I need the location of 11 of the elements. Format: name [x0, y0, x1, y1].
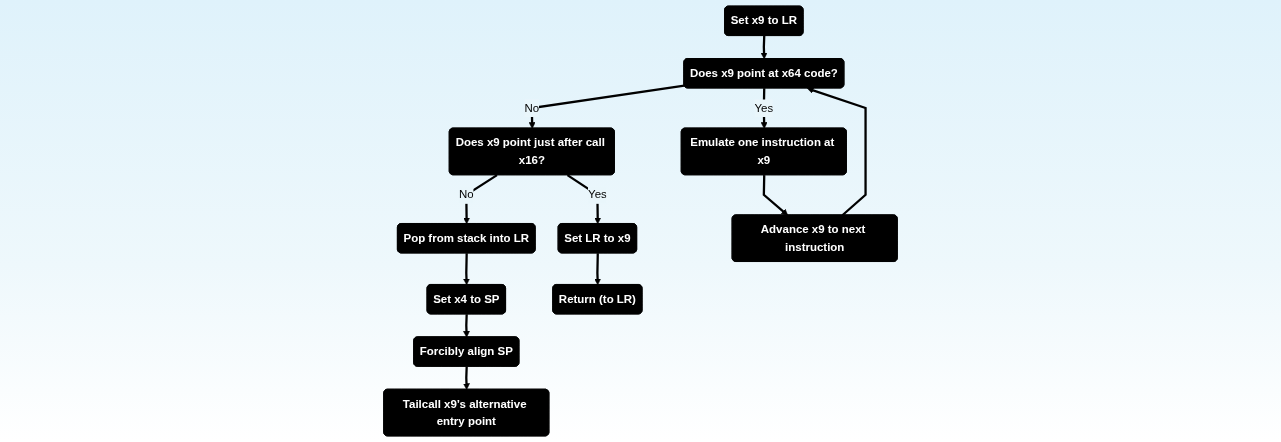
- arrow: [528, 84, 685, 129]
- arrow: [463, 253, 470, 286]
- arrow: [762, 175, 789, 216]
- arrow: [760, 35, 768, 60]
- edge-label: Yes: [754, 100, 774, 114]
- edge-label: No: [458, 187, 474, 201]
- arrow: [463, 366, 470, 390]
- arrow: [594, 253, 601, 286]
- arrow: [463, 314, 470, 338]
- edge-label: Yes: [588, 187, 607, 201]
- edge-label: No: [524, 100, 540, 114]
